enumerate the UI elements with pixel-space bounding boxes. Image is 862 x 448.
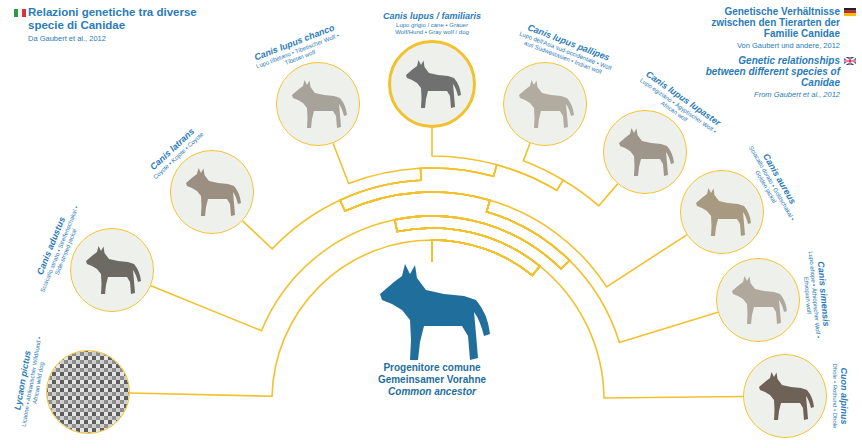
heading-text: Da Gaubert et al., 2012	[28, 34, 208, 43]
species-label: Lycaon pictusLicaone • Afrikanischer Wil…	[9, 330, 51, 433]
species-label: Canis simensisLupo etiope • Äthiopischer…	[799, 244, 833, 346]
wolf-silhouette	[380, 264, 490, 360]
species-label: Canis adustusSciacallo striato • Streife…	[27, 197, 88, 299]
heading-block: Genetische Verhältnisse zwischen den Tie…	[700, 6, 840, 99]
species-circle: Canis lupus lupasterLupo egiziano • Ägyp…	[603, 110, 687, 194]
circle-outline	[743, 354, 827, 438]
flag-it	[14, 9, 26, 17]
species-circle: Lycaon pictusLicaone • Afrikanischer Wil…	[46, 350, 130, 434]
animal-picture	[732, 276, 787, 324]
species-name: Canis lupus / familiaris	[382, 11, 482, 22]
ancestor-text: Common ancestor	[362, 386, 502, 398]
tree-branch	[395, 216, 718, 343]
tree-branch	[340, 165, 618, 276]
circle-outline	[170, 150, 254, 234]
flag-de	[844, 8, 856, 16]
animal-picture	[519, 80, 574, 128]
species-circle: Canis lupus chancoLupo tibetano • Tibeti…	[276, 62, 360, 146]
tree-branch	[340, 128, 570, 275]
flag-uk	[844, 57, 856, 65]
species-label: Cuon alpinusDhole • Rothund • Dhole	[831, 364, 849, 429]
tree-branch	[333, 143, 569, 275]
tree-branch	[243, 192, 570, 275]
heading-text: From Gaubert et al., 2012	[700, 90, 840, 99]
heading-block: Relazioni genetiche tra diverse specie d…	[28, 6, 208, 43]
photo-ground	[47, 351, 129, 433]
species-label: Canis latransCoyote • Kojote • Coyote	[144, 123, 204, 181]
animal-picture	[186, 168, 241, 216]
animal-picture	[696, 188, 751, 236]
animal-picture	[292, 80, 347, 128]
diagram-title: Relazioni genetiche tra diverse specie d…	[28, 6, 208, 32]
photo-ground	[604, 111, 686, 193]
animal-picture	[406, 60, 461, 108]
species-circle: Canis simensisLupo etiope • Äthiopischer…	[716, 258, 800, 342]
photo-ground	[71, 229, 153, 311]
tree-branch	[151, 220, 540, 331]
photo-ground	[681, 171, 763, 253]
animal-picture	[86, 246, 141, 294]
species-circle: Cuon alpinusDhole • Rothund • Dhole	[743, 354, 827, 438]
photo-ground	[717, 259, 799, 341]
species-label: Canis aureusSciacallo dorato • Goldschak…	[737, 133, 809, 232]
tree-branch	[340, 143, 570, 275]
species-label: Canis lupus / familiarisLupo grigio / ca…	[382, 11, 482, 36]
photo-ground	[389, 41, 475, 127]
species-label: Canis lupus pallipesLupo dell'Asia sud-o…	[515, 20, 617, 79]
species-circle: Canis aureusSciacallo dorato • Goldschak…	[680, 170, 764, 254]
circle-outline	[503, 62, 587, 146]
circle-outline	[388, 40, 476, 128]
photo-ground	[504, 63, 586, 145]
circle-outline	[276, 62, 360, 146]
circle-outline	[46, 350, 130, 434]
photo-ground	[277, 63, 359, 145]
ancestor-text: Progenitore comune	[362, 362, 502, 374]
common-names: Dhole • Rothund • Dhole	[831, 364, 838, 429]
circle-outline	[70, 228, 154, 312]
tree-branch	[395, 200, 687, 287]
heading-text: Genetische Verhältnisse zwischen den Tie…	[700, 6, 840, 39]
species-circle: Canis adustusSciacallo striato • Streife…	[70, 228, 154, 312]
species-circle: Canis lupus pallipesLupo dell'Asia sud-o…	[503, 62, 587, 146]
animal-picture	[759, 372, 814, 420]
photo-ground	[171, 151, 253, 233]
species-label: Canis lupus chancoLupo tibetano • Tibeti…	[246, 20, 348, 79]
animal-picture	[619, 128, 674, 176]
circle-outline	[716, 258, 800, 342]
ancestor-node: Progenitore comuneGemeinsamer VorahneCom…	[362, 262, 502, 398]
common-names: Lupo grigio / cane • Grauer Wolf/Hund • …	[382, 22, 482, 36]
species-circle: Canis lupus / familiarisLupo grigio / ca…	[388, 40, 476, 128]
circle-outline	[680, 170, 764, 254]
species-name: Cuon alpinus	[838, 364, 849, 429]
heading-text: Von Gaubert und andere, 2012	[700, 41, 840, 50]
species-circle: Canis latransCoyote • Kojote • Coyote	[170, 150, 254, 234]
heading-text: Genetic relationships between different …	[700, 55, 840, 88]
ancestor-text: Gemeinsamer Vorahne	[362, 374, 502, 386]
photo-ground	[744, 355, 826, 437]
species-name: Canis latrans	[144, 123, 200, 176]
circle-outline	[603, 110, 687, 194]
